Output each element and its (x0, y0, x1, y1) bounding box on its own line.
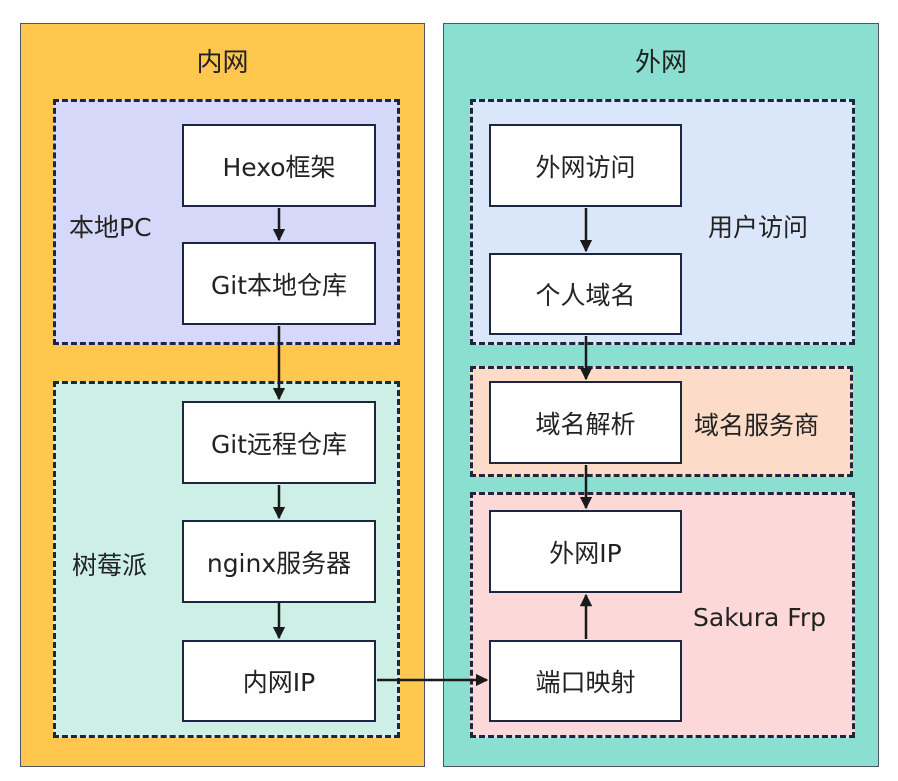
node-nginx[interactable]: nginx服务器 (182, 520, 376, 603)
label-raspberry-pi: 树莓派 (72, 551, 148, 580)
node-external-access[interactable]: 外网访问 (489, 124, 682, 207)
internet-title: 外网 (634, 48, 687, 78)
node-port-mapping[interactable]: 端口映射 (489, 640, 682, 722)
node-git-local[interactable]: Git本地仓库 (182, 242, 376, 325)
label-user-access: 用户访问 (708, 213, 809, 242)
label-domain-provider: 域名服务商 (694, 411, 820, 440)
node-personal-domain[interactable]: 个人域名 (489, 253, 682, 335)
node-git-remote[interactable]: Git远程仓库 (182, 401, 376, 484)
intranet-title: 内网 (196, 48, 249, 78)
label-sakura-frp: Sakura Frp (693, 603, 826, 632)
label-local-pc: 本地PC (69, 213, 152, 242)
node-lan-ip[interactable]: 内网IP (182, 640, 376, 722)
node-hexo[interactable]: Hexo框架 (182, 124, 376, 207)
node-public-ip[interactable]: 外网IP (489, 510, 682, 593)
node-dns-resolution[interactable]: 域名解析 (489, 381, 682, 464)
